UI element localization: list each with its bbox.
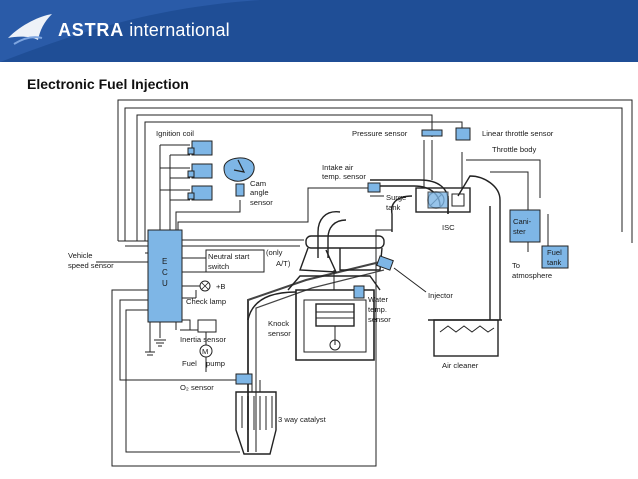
wire-inner-loop <box>124 107 623 241</box>
label-knock-sensor-1: Knock <box>268 319 289 328</box>
label-surge-tank-1: Surge <box>386 193 406 202</box>
label-knock-sensor-2: sensor <box>268 329 291 338</box>
piston <box>315 303 355 327</box>
label-intake-air-1: Intake air <box>322 163 354 172</box>
fuel-pump-symbol <box>199 344 213 358</box>
label-inertia-sensor: Inertia sensor <box>180 335 226 344</box>
label-water-temp-2: temp. <box>368 305 387 314</box>
label-canister-1: Cani- <box>513 217 532 226</box>
label-neutral-start-1: Neutral start <box>208 252 250 261</box>
wire-pressure <box>136 114 433 241</box>
ecu-box <box>147 229 183 323</box>
label-fuel-tank-1: Fuel <box>547 248 562 257</box>
label-o2-sensor: O₂ sensor <box>180 383 214 392</box>
ignition-coil-2 <box>191 163 213 179</box>
throttle-body <box>415 187 471 213</box>
label-air-cleaner: Air cleaner <box>442 361 479 370</box>
cam-angle-sensor <box>223 157 255 182</box>
canister <box>509 209 541 243</box>
brand-name: ASTRA <box>58 20 124 40</box>
neutral-start-switch-box <box>205 249 265 273</box>
o2-sensor <box>235 373 253 385</box>
header-bar: ASTRA international <box>0 0 638 62</box>
label-only-at-1: (only <box>266 248 283 257</box>
label-check-lamp: Check lamp <box>186 297 226 306</box>
ignition-coil-3 <box>191 185 213 201</box>
pressure-sensor <box>421 129 443 137</box>
slide-title: Electronic Fuel Injection <box>27 76 189 92</box>
label-ecu-e: E <box>162 257 167 266</box>
intake-air-temp-sensor <box>367 182 381 193</box>
label-ignition-coil: Ignition coil <box>156 129 194 138</box>
label-cam-angle-sensor-3: sensor <box>250 198 273 207</box>
label-ecu-u: U <box>162 279 168 288</box>
label-vehicle-speed-1: Vehicle <box>68 251 93 260</box>
label-three-way-catalyst: 3 way catalyst <box>278 415 327 424</box>
label-throttle-body: Throttle body <box>492 145 537 154</box>
linear-throttle-sensor <box>455 127 471 141</box>
wire-throttle <box>144 121 463 241</box>
label-fuel-tank-2: tank <box>547 258 562 267</box>
label-intake-air-2: temp. sensor <box>322 172 366 181</box>
inertia-sensor-box <box>197 319 217 333</box>
company-logo: ASTRA international <box>58 20 230 41</box>
label-canister-2: ster <box>513 227 526 236</box>
wire-cam <box>175 200 241 230</box>
label-plus-b: +B <box>216 282 226 291</box>
three-way-catalyst <box>235 391 277 455</box>
label-vehicle-speed-2: speed sensor <box>68 261 114 270</box>
label-pump-symbol: M <box>202 347 208 356</box>
wire-intake-temp <box>177 187 368 230</box>
label-cam-angle-sensor-1: Cam <box>250 179 266 188</box>
fuel-tank <box>541 245 569 269</box>
logo-swoosh-icon <box>0 0 260 62</box>
label-linear-throttle-sensor: Linear throttle sensor <box>482 129 554 138</box>
label-pressure-sensor: Pressure sensor <box>352 129 408 138</box>
label-water-temp-1: Water <box>368 295 388 304</box>
injector <box>376 255 394 271</box>
label-injector: Injector <box>428 291 453 300</box>
label-to-atmosphere-1: To <box>512 261 520 270</box>
brand-suffix: international <box>124 20 230 40</box>
label-surge-tank-2: tank <box>386 203 401 212</box>
label-ecu-c: C <box>162 268 168 277</box>
wire-o2 <box>119 299 238 381</box>
label-cam-angle-sensor-2: angle <box>250 188 269 197</box>
label-neutral-start-2: switch <box>208 262 229 271</box>
label-isc: ISC <box>442 223 455 232</box>
label-water-temp-3: sensor <box>368 315 391 324</box>
water-temp-sensor <box>353 285 365 299</box>
air-cleaner <box>433 319 499 357</box>
label-fuel-pump-1: Fuel <box>182 359 197 368</box>
label-only-at-2: A/T) <box>276 259 291 268</box>
ignition-coil-1 <box>191 140 213 156</box>
wire-top-loop <box>117 99 633 243</box>
label-to-atmosphere-2: atmosphere <box>512 271 552 280</box>
label-fuel-pump-2: pump <box>206 359 225 368</box>
